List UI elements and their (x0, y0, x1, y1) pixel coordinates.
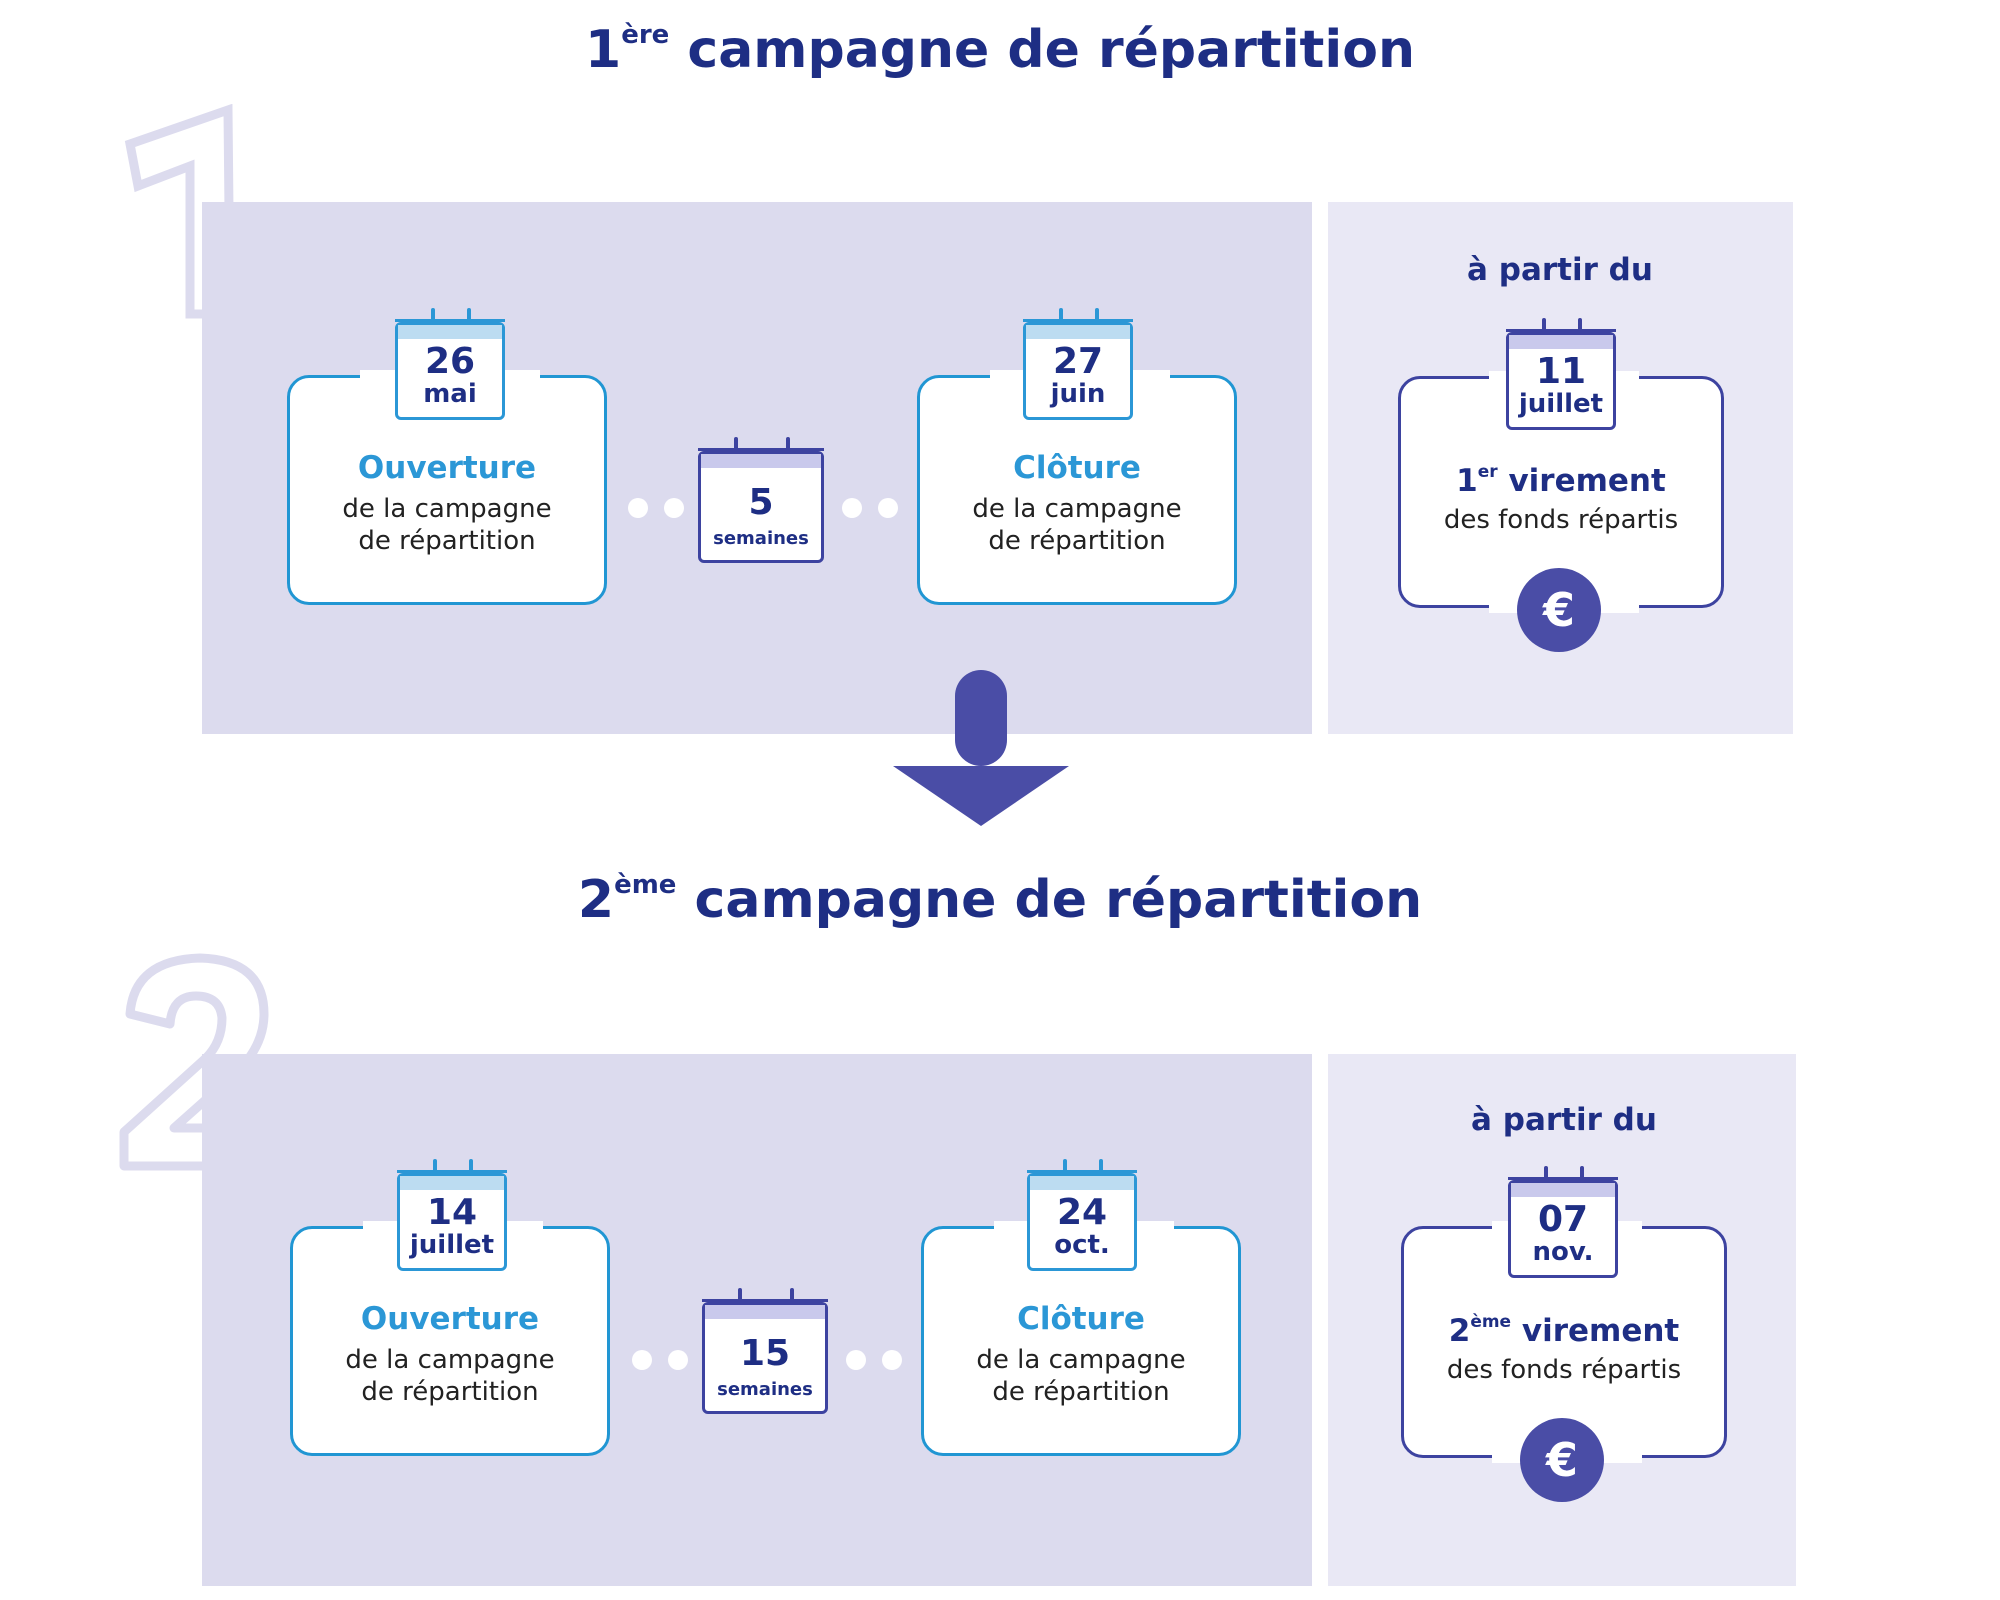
opening-month: mai (423, 379, 477, 409)
campaign-1-dashed-divider (1312, 202, 1322, 734)
opening-month: juillet (409, 1230, 495, 1260)
opening-day: 14 (426, 1192, 478, 1233)
opening-description: de la campagne de répartition (342, 494, 552, 556)
payment-from-label: à partir du (1471, 1102, 1657, 1138)
timeline-dot (842, 498, 862, 518)
duration-value: 5 (748, 482, 774, 523)
calendar-icon-opening-2: 14 juillet (397, 1159, 507, 1271)
opening-heading: Ouverture (360, 1301, 540, 1337)
euro-icon: € (1520, 1418, 1604, 1502)
payment-description: des fonds répartis (1446, 1355, 1682, 1385)
opening-heading: Ouverture (357, 450, 537, 486)
opening-description: de la campagne de répartition (345, 1345, 555, 1407)
timeline-dot (882, 1350, 902, 1370)
timeline-dot (668, 1350, 688, 1370)
campaign-1-title: 1ère campagne de répartition (585, 19, 1415, 80)
duration-unit: semaines (717, 1379, 813, 1400)
big-number-1: 1 (124, 104, 235, 319)
closing-month: juin (1050, 379, 1106, 409)
calendar-icon-opening-1: 26 mai (395, 308, 505, 420)
campaign-2-dashed-divider (1312, 1054, 1322, 1586)
closing-day: 27 (1052, 341, 1104, 382)
opening-day: 26 (424, 341, 476, 382)
timeline-dot (632, 1350, 652, 1370)
duration-value: 15 (739, 1333, 791, 1374)
timeline-dot (628, 498, 648, 518)
payment-description: des fonds répartis (1443, 505, 1679, 535)
calendar-icon-payment-1: 11 juillet (1506, 318, 1616, 430)
closing-heading: Clôture (1013, 450, 1141, 486)
payment-day: 07 (1537, 1199, 1589, 1240)
closing-description: de la campagne de répartition (972, 494, 1182, 556)
closing-month: oct. (1054, 1230, 1110, 1260)
payment-month: nov. (1532, 1237, 1594, 1267)
payment-heading: 2ème virement (1448, 1311, 1680, 1349)
closing-heading: Clôture (1017, 1301, 1145, 1337)
calendar-icon-closing-1: 27 juin (1023, 308, 1133, 420)
payment-month: juillet (1518, 389, 1604, 419)
closing-day: 24 (1056, 1192, 1108, 1233)
duration-unit: semaines (713, 528, 809, 549)
euro-icon: € (1517, 568, 1601, 652)
timeline-dot (846, 1350, 866, 1370)
arrow-down-icon (893, 670, 1069, 826)
timeline-dot (878, 498, 898, 518)
campaign-2-title: 2ème campagne de répartition (577, 869, 1423, 930)
calendar-icon-payment-2: 07 nov. (1508, 1166, 1618, 1278)
duration-calendar-icon-1: 5 semaines (698, 437, 824, 563)
payment-day: 11 (1535, 351, 1587, 392)
payment-heading: 1er virement (1456, 461, 1666, 499)
closing-description: de la campagne de répartition (976, 1345, 1186, 1407)
payment-from-label: à partir du (1467, 252, 1653, 288)
timeline-dot (664, 498, 684, 518)
calendar-icon-closing-2: 24 oct. (1027, 1159, 1137, 1271)
duration-calendar-icon-2: 15 semaines (702, 1288, 828, 1414)
